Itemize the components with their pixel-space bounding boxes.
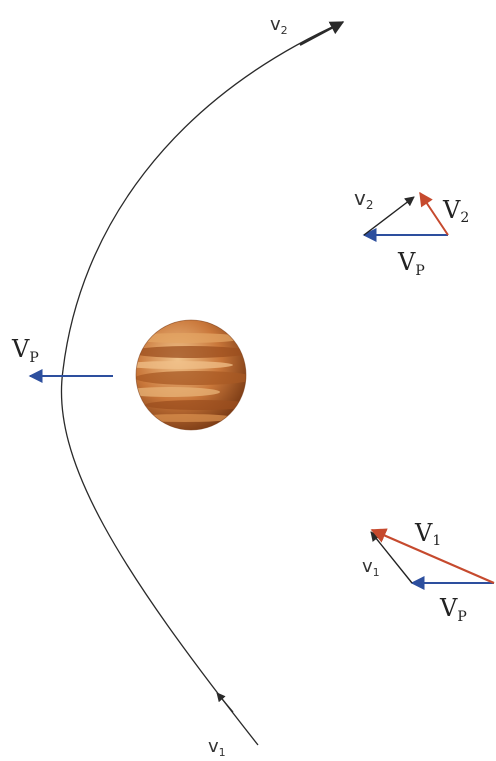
label-vp-upper: VP bbox=[397, 248, 425, 279]
upper-velocity-triangle: v2 V2 VP bbox=[354, 186, 469, 279]
label-v2-small: v2 bbox=[354, 186, 373, 212]
label-v1-big: V1 bbox=[414, 519, 441, 549]
lower-v1-big-arrow bbox=[370, 528, 495, 585]
trajectory-arrow-in bbox=[216, 692, 234, 713]
label-v1-small: v1 bbox=[362, 556, 380, 579]
label-vp-lower: VP bbox=[439, 594, 467, 625]
label-v1-trajectory: v1 bbox=[208, 736, 226, 759]
label-vp-planet: VP bbox=[11, 335, 39, 366]
jupiter-icon bbox=[135, 319, 247, 431]
upper-v2-big-arrow bbox=[419, 191, 449, 236]
upper-v2-small-arrow bbox=[363, 196, 415, 236]
label-v2-big: V2 bbox=[442, 196, 469, 226]
trajectory-arrow-out bbox=[299, 21, 345, 46]
label-v2-trajectory: v2 bbox=[270, 14, 288, 37]
lower-velocity-triangle: V1 v1 VP bbox=[362, 519, 495, 625]
trajectory-curve bbox=[60, 21, 344, 746]
